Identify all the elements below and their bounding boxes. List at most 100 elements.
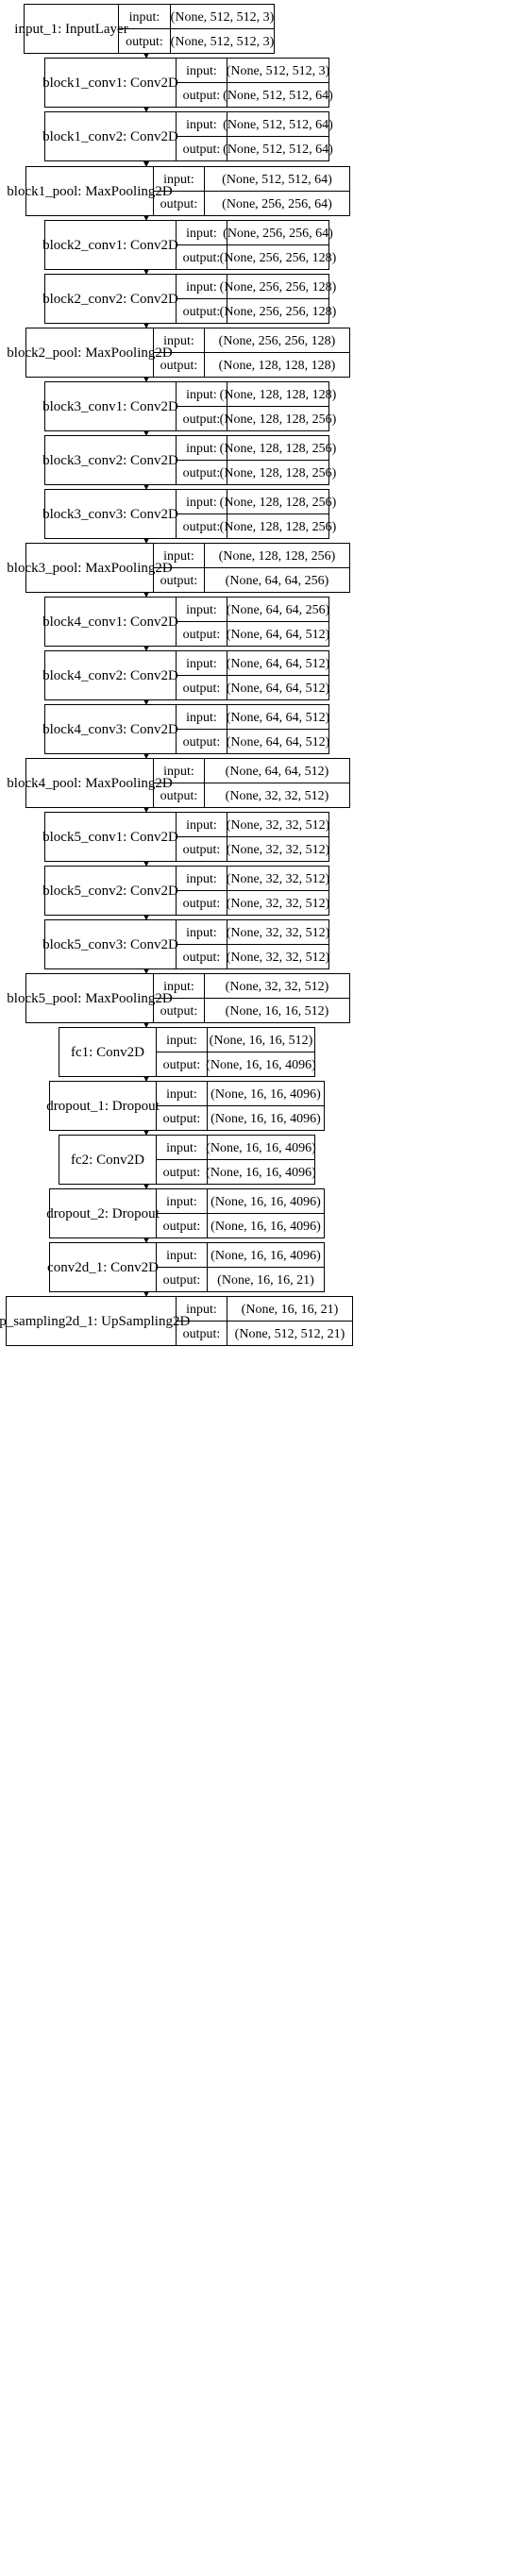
input-shape: (None, 32, 32, 512) [226, 980, 329, 994]
output-shape: (None, 16, 16, 4096) [210, 1220, 321, 1234]
input-label: input: [186, 280, 217, 295]
input-label: input: [166, 1034, 197, 1048]
layer-name: block4_pool: MaxPooling2D [7, 776, 173, 791]
layer-name: block3_pool: MaxPooling2D [7, 561, 173, 576]
layer-name: block5_conv3: Conv2D [42, 937, 178, 952]
layer-node: block4_conv1: Conv2Dinput:output:(None, … [42, 597, 330, 647]
output-label: output: [160, 574, 198, 588]
layer-name: block5_conv1: Conv2D [42, 830, 178, 845]
input-label: input: [186, 872, 217, 886]
layer-name: block5_pool: MaxPooling2D [7, 991, 173, 1006]
layer-node: block3_pool: MaxPooling2Dinput:output:(N… [7, 543, 350, 593]
output-label: output: [160, 359, 198, 373]
layer-name: conv2d_1: Conv2D [47, 1260, 159, 1275]
input-label: input: [186, 657, 217, 671]
output-shape: (None, 256, 256, 64) [222, 197, 332, 211]
output-label: output: [163, 1058, 201, 1072]
output-label: output: [160, 197, 198, 211]
output-shape: (None, 512, 512, 64) [223, 143, 333, 157]
input-shape: (None, 512, 512, 64) [222, 173, 332, 187]
output-label: output: [183, 951, 221, 965]
input-shape: (None, 512, 512, 3) [227, 64, 330, 78]
output-shape: (None, 32, 32, 512) [227, 843, 330, 857]
output-label: output: [183, 628, 221, 642]
layer-name: block3_conv1: Conv2D [42, 399, 178, 414]
input-label: input: [186, 603, 217, 617]
input-label: input: [186, 118, 217, 132]
input-shape: (None, 512, 512, 64) [223, 118, 333, 132]
output-label: output: [163, 1220, 201, 1234]
input-shape: (None, 32, 32, 512) [227, 872, 330, 886]
output-shape: (None, 128, 128, 256) [220, 520, 337, 534]
input-label: input: [186, 388, 217, 402]
output-shape: (None, 64, 64, 256) [226, 574, 329, 588]
output-label: output: [183, 682, 221, 696]
input-shape: (None, 16, 16, 4096) [210, 1195, 321, 1209]
input-label: input: [163, 765, 194, 779]
layer-node: block5_conv1: Conv2D input: output: (None, … [42, 812, 330, 862]
output-label: output: [183, 466, 221, 480]
input-label: input: [186, 64, 217, 78]
output-label: output: [163, 1166, 201, 1180]
output-label: output: [183, 1327, 221, 1341]
output-shape: (None, 512, 512, 64) [223, 89, 333, 103]
layer-name: block1_pool: MaxPooling2D [7, 184, 173, 199]
output-shape: (None, 64, 64, 512) [227, 628, 330, 642]
output-label: output: [160, 789, 198, 803]
output-shape: (None, 32, 32, 512) [227, 897, 330, 911]
layer-name: dropout_1: Dropout [46, 1099, 160, 1114]
layer-name: block2_pool: MaxPooling2D [7, 345, 173, 361]
layer-node: dropout_2: Dropout input: output: (None, 16… [46, 1188, 325, 1238]
output-label: output: [183, 520, 221, 534]
output-shape: (None, 16, 16, 512) [226, 1004, 329, 1019]
layer-name: dropout_2: Dropout [46, 1206, 160, 1221]
output-label: output: [183, 412, 221, 427]
input-shape: (None, 32, 32, 512) [227, 818, 330, 833]
layer-node: block2_conv2: Conv2Dinput:output:(None, … [42, 274, 337, 324]
output-label: output: [183, 305, 221, 319]
output-label: output: [183, 843, 221, 857]
output-label: output: [163, 1112, 201, 1126]
layer-node: block3_conv3: Conv2Dinput:output:(None, … [42, 489, 337, 539]
input-label: input: [163, 334, 194, 348]
input-label: input: [166, 1195, 197, 1209]
input-shape: (None, 512, 512, 3) [171, 10, 275, 25]
output-shape: (None, 512, 512, 3) [171, 35, 275, 49]
input-label: input: [186, 1303, 217, 1317]
input-shape: (None, 128, 128, 256) [220, 442, 337, 456]
input-shape: (None, 64, 64, 512) [227, 711, 330, 725]
layer-node: block3_conv1: Conv2Dinput:output:(None, … [42, 381, 337, 431]
layer-name: block1_conv2: Conv2D [42, 129, 178, 144]
layer-name: fc1: Conv2D [71, 1045, 144, 1060]
layer-node: block5_pool: MaxPooling2Dinput:output:(N… [7, 973, 350, 1023]
layer-node: block4_conv3: Conv2Dinput:output:(None, … [42, 704, 330, 754]
output-shape: (None, 512, 512, 21) [235, 1327, 345, 1341]
layer-name: fc2: Conv2D [71, 1153, 144, 1168]
output-label: output: [126, 35, 163, 49]
layer-name: block3_conv2: Conv2D [42, 453, 178, 468]
layer-name: block2_conv1: Conv2D [42, 238, 178, 253]
output-label: output: [183, 89, 221, 103]
layer-name: block4_conv2: Conv2D [42, 668, 178, 683]
input-label: input: [186, 926, 217, 940]
output-shape: (None, 256, 256, 128) [220, 305, 337, 319]
output-label: output: [183, 897, 221, 911]
input-shape: (None, 16, 16, 4096) [210, 1249, 321, 1263]
output-shape: (None, 16, 16, 4096) [210, 1112, 321, 1126]
output-label: output: [183, 251, 221, 265]
input-label: input: [166, 1141, 197, 1155]
input-label: input: [186, 818, 217, 833]
input-label: input: [186, 442, 217, 456]
layer-name: up_sampling2d_1: UpSampling2D [0, 1314, 190, 1329]
layer-name: block5_conv2: Conv2D [42, 884, 178, 899]
layer-node: block5_conv3: Conv2Dinput:output:(None, … [42, 919, 330, 969]
output-label: output: [183, 143, 221, 157]
input-shape: (None, 256, 256, 64) [223, 227, 333, 241]
output-shape: (None, 128, 128, 128) [219, 359, 336, 373]
output-label: output: [160, 1004, 198, 1019]
